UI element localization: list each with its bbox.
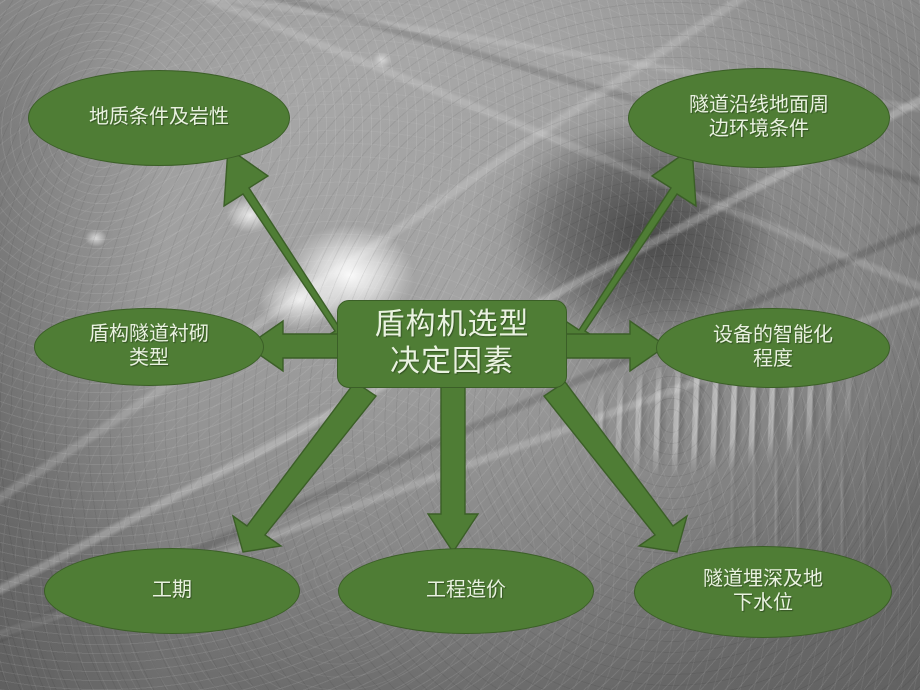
arrow-to-duration xyxy=(231,381,378,553)
center-node-shield-machine-selection[interactable]: 盾构机选型 决定因素 xyxy=(337,300,567,388)
node-geology[interactable]: 地质条件及岩性 xyxy=(28,70,290,166)
node-surroundings-label: 隧道沿线地面周 边环境条件 xyxy=(689,94,829,140)
node-depth[interactable]: 隧道埋深及地 下水位 xyxy=(634,546,892,638)
node-cost[interactable]: 工程造价 xyxy=(338,548,594,634)
node-duration-label: 工期 xyxy=(152,579,192,602)
center-node-label: 盾构机选型 决定因素 xyxy=(374,308,530,378)
node-intelligence[interactable]: 设备的智能化 程度 xyxy=(656,308,890,388)
node-intelligence-label: 设备的智能化 程度 xyxy=(713,324,833,370)
node-cost-label: 工程造价 xyxy=(426,579,506,602)
node-depth-label: 隧道埋深及地 下水位 xyxy=(703,568,823,614)
node-geology-label: 地质条件及岩性 xyxy=(89,106,229,129)
node-duration[interactable]: 工期 xyxy=(44,548,300,634)
node-lining[interactable]: 盾构隧道衬砌 类型 xyxy=(34,308,264,386)
arrow-to-intelligence xyxy=(559,319,668,373)
node-surroundings[interactable]: 隧道沿线地面周 边环境条件 xyxy=(628,68,890,168)
node-lining-label: 盾构隧道衬砌 类型 xyxy=(89,323,209,369)
arrow-to-cost xyxy=(426,383,480,554)
arrow-to-depth xyxy=(542,381,689,553)
arrow-to-surroundings xyxy=(560,146,697,341)
